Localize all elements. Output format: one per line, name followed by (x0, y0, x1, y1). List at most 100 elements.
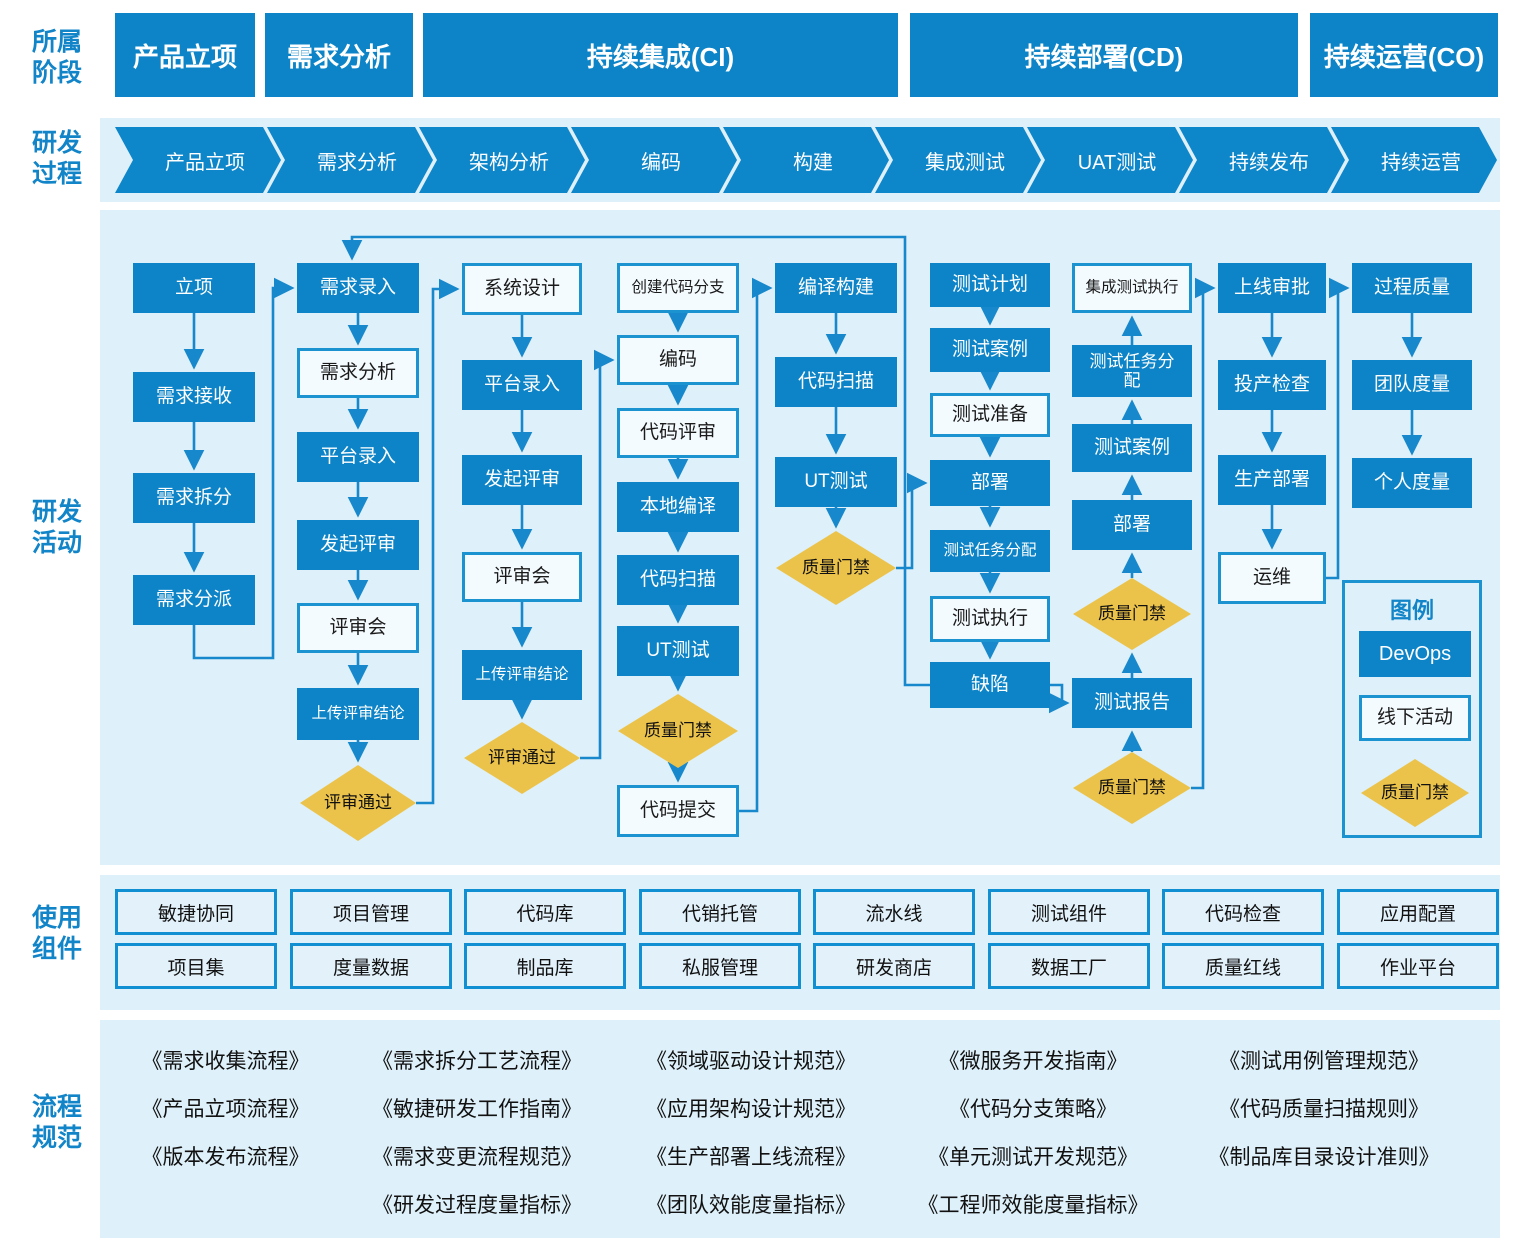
node-c5-ut-test: UT测试 (775, 457, 897, 507)
node-c8-operations: 运维 (1218, 552, 1326, 604)
component-box: 项目管理 (290, 889, 452, 935)
node-c7-quality-gate-lower: 质量门禁 (1073, 752, 1191, 824)
node-c4-code-scan: 代码扫描 (617, 555, 739, 605)
node-c6-test-plan: 测试计划 (930, 263, 1050, 307)
phase-continuous-operation: 持续运营(CO) (1310, 13, 1498, 97)
activities-panel: 立项 需求接收 需求拆分 需求分派 需求录入 需求分析 平台录入 发起评审 评审… (100, 210, 1500, 865)
node-c4-local-build: 本地编译 (617, 482, 739, 532)
node-c1-req-dispatch: 需求分派 (133, 575, 255, 625)
standard-doc: 《需求收集流程》 (141, 1050, 310, 1073)
node-c6-deploy: 部署 (930, 460, 1050, 506)
standard-doc: 《版本发布流程》 (141, 1146, 310, 1169)
component-box: 制品库 (464, 943, 626, 989)
node-c6-test-execute: 测试执行 (930, 596, 1050, 642)
row-label-activity: 研发 活动 (31, 498, 82, 557)
node-c7-deploy: 部署 (1072, 500, 1192, 550)
node-c2-review-passed-gate: 评审通过 (300, 765, 416, 841)
phase-product-initiation: 产品立项 (115, 13, 255, 97)
process-step-chevron: UAT测试 (1027, 127, 1193, 193)
standard-doc: 《测试用例管理规范》 (1219, 1050, 1429, 1073)
node-c6-test-prepare: 测试准备 (930, 393, 1050, 437)
node-c3-system-design: 系统设计 (462, 263, 582, 315)
node-c3-review-passed-gate: 评审通过 (464, 722, 580, 794)
node-c5-quality-gate: 质量门禁 (776, 531, 896, 605)
node-c9-personal-metrics: 个人度量 (1352, 458, 1472, 508)
node-c3-upload-review: 上传评审结论 (462, 650, 582, 700)
component-box: 代销托管 (639, 889, 801, 935)
node-c7-integration-test-exec: 集成测试执行 (1072, 263, 1192, 313)
node-c2-req-entry: 需求录入 (297, 263, 419, 313)
node-c4-code-review: 代码评审 (617, 408, 739, 458)
standards-panel: 《需求收集流程》 《产品立项流程》 《版本发布流程》 《需求拆分工艺流程》 《敏… (100, 1020, 1500, 1238)
component-box: 应用配置 (1337, 889, 1499, 935)
standard-doc: 《代码质量扫描规则》 (1219, 1098, 1429, 1121)
node-c3-review-meeting: 评审会 (462, 552, 582, 602)
standards-column-2: 《需求拆分工艺流程》 《敏捷研发工作指南》 《需求变更流程规范》 《研发过程度量… (343, 1020, 611, 1238)
component-box: 代码库 (464, 889, 626, 935)
component-box: 质量红线 (1162, 943, 1324, 989)
row-label-components: 使用 组件 (31, 904, 82, 963)
standards-column-5: 《测试用例管理规范》 《代码质量扫描规则》 《制品库目录设计准则》 (1184, 1020, 1464, 1238)
node-c8-production-deploy: 生产部署 (1218, 455, 1326, 505)
component-box: 度量数据 (290, 943, 452, 989)
node-c5-compile-build: 编译构建 (775, 263, 897, 313)
component-box: 流水线 (813, 889, 975, 935)
component-box: 代码检查 (1162, 889, 1324, 935)
process-step-chevron: 编码 (571, 127, 737, 193)
node-c7-test-case: 测试案例 (1072, 424, 1192, 472)
node-c2-platform-entry: 平台录入 (297, 432, 419, 482)
component-box: 数据工厂 (988, 943, 1150, 989)
node-c2-start-review: 发起评审 (297, 520, 419, 570)
node-c6-defect: 缺陷 (930, 662, 1050, 708)
phase-continuous-integration: 持续集成(CI) (423, 13, 898, 97)
node-c7-test-task-assign: 测试任务分配 (1072, 345, 1192, 397)
process-step-chevron: 持续运营 (1331, 127, 1497, 193)
node-c3-platform-entry: 平台录入 (462, 360, 582, 410)
node-c2-upload-review: 上传评审结论 (297, 688, 419, 740)
standard-doc: 《制品库目录设计准则》 (1208, 1146, 1440, 1169)
node-c7-quality-gate-upper: 质量门禁 (1073, 578, 1191, 650)
node-c8-production-check: 投产检查 (1218, 360, 1326, 410)
node-c2-review-meeting: 评审会 (297, 603, 419, 653)
node-c4-ut-test: UT测试 (617, 626, 739, 676)
process-step-chevron: 架构分析 (419, 127, 585, 193)
component-box: 私服管理 (639, 943, 801, 989)
standard-doc: 《领域驱动设计规范》 (646, 1050, 856, 1073)
component-box: 研发商店 (813, 943, 975, 989)
legend-offline-sample: 线下活动 (1359, 695, 1471, 741)
node-c1-initiation: 立项 (133, 263, 255, 313)
standard-doc: 《代码分支策略》 (949, 1098, 1117, 1121)
phase-continuous-deployment: 持续部署(CD) (910, 13, 1298, 97)
node-c1-req-split: 需求拆分 (133, 473, 255, 523)
node-c6-test-case: 测试案例 (930, 328, 1050, 372)
node-c3-start-review: 发起评审 (462, 455, 582, 505)
process-strip: 产品立项 需求分析 架构分析 编码 构建 集成测试 UAT测试 持续发布 持续运… (100, 118, 1500, 202)
standard-doc: 《团队效能度量指标》 (646, 1194, 856, 1217)
standard-doc: 《单元测试开发规范》 (928, 1146, 1138, 1169)
phase-requirement-analysis: 需求分析 (265, 13, 413, 97)
standard-doc: 《产品立项流程》 (141, 1098, 310, 1121)
component-box: 测试组件 (988, 889, 1150, 935)
standards-column-1: 《需求收集流程》 《产品立项流程》 《版本发布流程》 (118, 1020, 333, 1238)
component-box: 项目集 (115, 943, 277, 989)
legend-devops-sample: DevOps (1359, 631, 1471, 677)
row-label-phase: 所属 阶段 (31, 28, 82, 87)
legend-title: 图例 (1389, 598, 1434, 623)
standard-doc: 《应用架构设计规范》 (646, 1098, 856, 1121)
node-c4-create-branch: 创建代码分支 (617, 263, 739, 313)
node-c7-test-report: 测试报告 (1072, 678, 1192, 728)
node-c8-release-approval: 上线审批 (1218, 263, 1326, 313)
standards-column-3: 《领域驱动设计规范》 《应用架构设计规范》 《生产部署上线流程》 《团队效能度量… (620, 1020, 882, 1238)
row-label-standards: 流程 规范 (31, 1093, 82, 1152)
standards-column-4: 《微服务开发指南》 《代码分支策略》 《单元测试开发规范》 《工程师效能度量指标… (892, 1020, 1174, 1238)
process-step-chevron: 持续发布 (1179, 127, 1345, 193)
process-step-chevron: 产品立项 (115, 127, 281, 193)
component-box: 作业平台 (1337, 943, 1499, 989)
legend-gate-sample: 质量门禁 (1361, 759, 1469, 827)
components-panel: 敏捷协同 项目管理 代码库 代销托管 流水线 测试组件 代码检查 应用配置 项目… (100, 875, 1500, 1010)
node-c9-team-metrics: 团队度量 (1352, 360, 1472, 410)
standard-doc: 《工程师效能度量指标》 (917, 1194, 1149, 1217)
component-box: 敏捷协同 (115, 889, 277, 935)
node-c6-test-task-assign: 测试任务分配 (930, 530, 1050, 572)
node-c9-process-quality: 过程质量 (1352, 263, 1472, 313)
